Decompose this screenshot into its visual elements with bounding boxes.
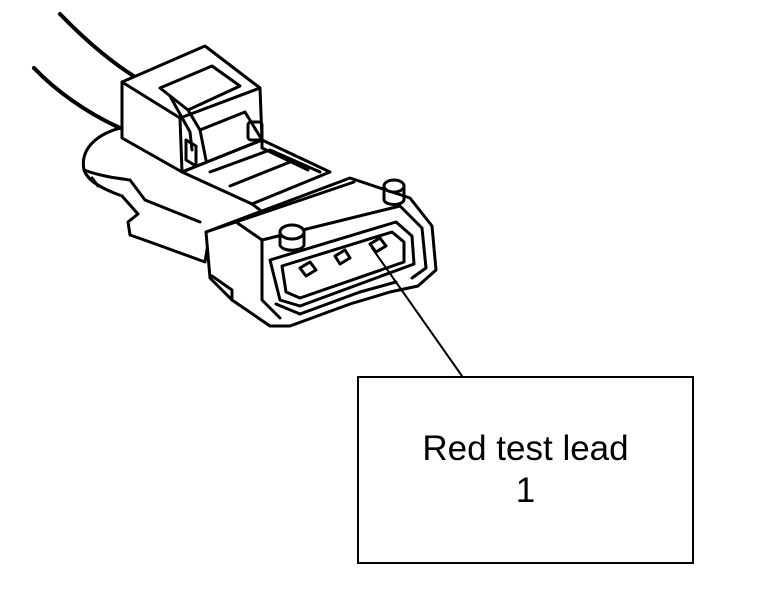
callout-number: 1 — [515, 471, 536, 510]
connector-wires — [32, 12, 142, 130]
connector-front-shroud — [204, 176, 438, 328]
callout-box: Red test lead 1 — [357, 376, 694, 564]
connector-rear-housing — [81, 126, 212, 264]
connector-latch — [120, 44, 264, 174]
connector-pegs — [278, 178, 406, 252]
callout-leader-line — [371, 247, 463, 377]
callout-label: Red test lead — [422, 429, 629, 468]
